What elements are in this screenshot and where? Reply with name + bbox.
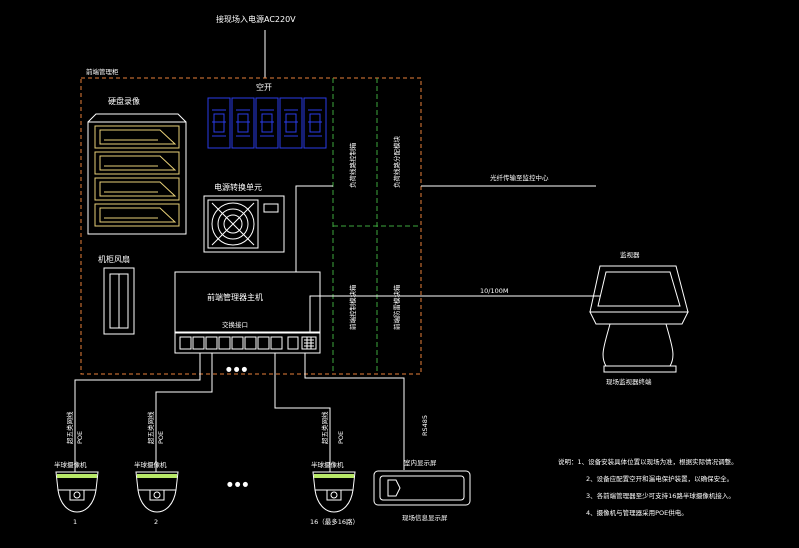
cabinet-label: 前端管理柜 xyxy=(86,67,119,76)
cabinet-border xyxy=(80,77,422,375)
breaker-icon xyxy=(207,97,327,149)
camera-number: 2 xyxy=(154,518,158,526)
dome-camera-1: 半球摄像机 1 xyxy=(54,460,99,526)
fiber-label: 光纤传输至监控中心 xyxy=(490,173,549,182)
note-line: 2、设备应配置空开和漏电保护装置，以确保安全。 xyxy=(586,474,733,483)
ethernet-ports xyxy=(179,336,283,350)
camera-number: 16（最多16路） xyxy=(310,517,359,526)
poe1-label: POE xyxy=(76,431,84,444)
note-line: 说明：1、设备安装具体位置以现场为准，根据实际情况调整。 xyxy=(558,457,738,466)
cable1-label: 超五类网线 xyxy=(65,411,74,444)
camera-ellipsis: ● ● ● xyxy=(227,480,248,488)
switch-label: 交换接口 xyxy=(222,320,248,329)
lan-label: 10/100M xyxy=(480,287,508,295)
col1-bottom-label: 前端控制模块箱 xyxy=(348,284,357,330)
internal-wire xyxy=(295,185,333,272)
hdd-stack-icon xyxy=(87,113,187,235)
fan-label: 机柜风扇 xyxy=(98,254,130,264)
dome-camera-16: 半球摄像机 16（最多16路） xyxy=(310,460,359,526)
port-ellipsis: ● ● ● xyxy=(226,365,247,373)
display-bottom-label: 现场信息显示屏 xyxy=(402,513,448,522)
cable2-label: 超五类网线 xyxy=(146,411,155,444)
psu-fan-icon xyxy=(203,195,285,253)
nvr-label: 前端管理器主机 xyxy=(207,292,263,302)
col2-bottom-label: 前端防雷模块箱 xyxy=(392,284,401,330)
internal-wire xyxy=(309,295,421,332)
camera-number: 1 xyxy=(73,518,77,526)
led-display-icon xyxy=(373,470,471,506)
col2-top-label: 负荷线路分配模块 xyxy=(392,136,401,189)
note-line: 3、各前端管理器至少可支持16路半球摄像机接入。 xyxy=(586,491,735,500)
power-input-label: 接现场入电源AC220V xyxy=(216,14,296,24)
psu-label: 电源转换单元 xyxy=(214,182,262,192)
camera-label: 半球摄像机 xyxy=(311,460,344,469)
column-labels: 负荷线路控制箱 前端控制模块箱 负荷线路分配模块 前端防雷模块箱 xyxy=(348,136,401,331)
nvr-host: 前端管理器主机 交换接口 xyxy=(174,271,321,354)
rs485-label: RS485 xyxy=(421,415,429,436)
camera-label: 半球摄像机 xyxy=(134,460,167,469)
hdd-label: 硬盘录像 xyxy=(108,96,140,106)
note-line: 4、摄像机与管理器采用POE供电。 xyxy=(586,508,688,517)
poe2-label: POE xyxy=(157,431,165,444)
camera-wiring xyxy=(74,353,405,472)
camera-label: 半球摄像机 xyxy=(54,460,87,469)
dome-camera-2: 半球摄像机 2 xyxy=(134,460,179,526)
breaker-label: 空开 xyxy=(256,82,272,92)
col1-top-label: 负荷线路控制箱 xyxy=(348,142,357,188)
monitor-top-label: 监视器 xyxy=(620,250,640,259)
cable3-label: 超五类网线 xyxy=(320,411,329,444)
poe3-label: POE xyxy=(337,431,345,444)
notes-block: 说明：1、设备安装具体位置以现场为准，根据实际情况调整。 2、设备应配置空开和漏… xyxy=(558,457,738,517)
monitor-icon xyxy=(589,265,689,373)
display-top-label: 室内显示屏 xyxy=(404,458,437,467)
cabinet-fan-icon xyxy=(103,267,135,335)
monitor-bottom-label: 现场监视器终端 xyxy=(606,377,652,386)
